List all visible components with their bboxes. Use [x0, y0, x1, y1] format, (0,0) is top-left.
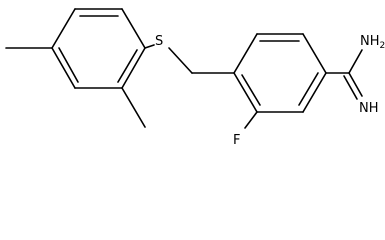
imine-label: NH [359, 101, 379, 116]
fluorine-atom: F [233, 133, 240, 148]
ring-double-bond [298, 72, 319, 106]
ring-double-bond [58, 47, 79, 83]
ring-bond [302, 33, 327, 74]
sulfur-atom: S [155, 34, 163, 49]
c-f-bond [244, 111, 258, 129]
ring-bond [51, 8, 76, 49]
ring-double-bond [117, 49, 138, 83]
c-nh-double-bond [348, 72, 363, 97]
ring-bond [121, 8, 146, 49]
ring-bond [233, 33, 258, 74]
amine-text: NH [360, 34, 380, 49]
ring-bond [121, 47, 146, 89]
dimethylphenyl-ring [5, 8, 146, 128]
thioether-linker: S [144, 34, 235, 74]
chemical-structure: S F NH2 NH [5, 8, 385, 148]
c-s-bond [144, 44, 155, 49]
methyl-bond [121, 87, 146, 128]
ring-bond [302, 72, 327, 113]
fluorophenyl-ring: F [233, 33, 327, 148]
c-nh2-bond [348, 49, 363, 74]
amidine-group: NH2 NH [325, 34, 385, 116]
amine-label: NH2 [360, 34, 385, 51]
amine-subscript: 2 [380, 41, 385, 51]
c-nh-double-bond [343, 75, 358, 100]
ring-double-bond [241, 74, 261, 106]
ring-bond [233, 72, 258, 113]
structure-canvas: S F NH2 NH [5, 8, 385, 148]
ring-bond [51, 47, 76, 89]
s-ch2-bond [168, 47, 193, 74]
